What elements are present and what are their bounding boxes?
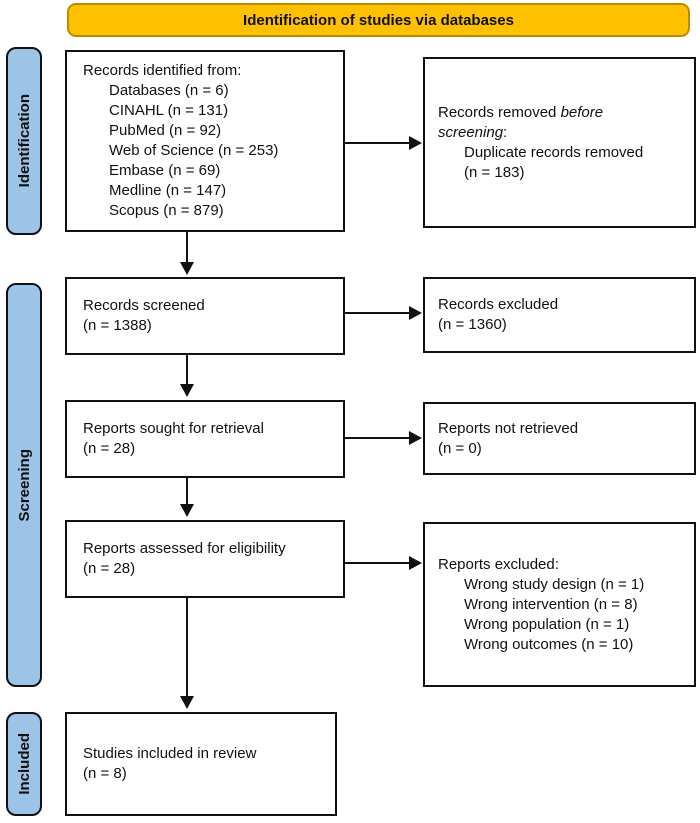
box-text-line: (n = 8) <box>83 765 127 782</box>
box-text-line: (n = 0) <box>438 439 482 457</box>
box-text-line: (n = 183) <box>464 163 525 181</box>
arrow-line-assessed-to-included <box>186 598 188 697</box>
box-text-line: Records screened <box>83 297 205 314</box>
arrow-head-identified-to-removed <box>409 136 422 150</box>
box-text-line: PubMed (n = 92) <box>109 122 222 139</box>
box-text-line: Reports excluded: <box>438 555 559 573</box>
box-text-line: Medline (n = 147) <box>109 182 227 199</box>
arrow-line-identified-to-screened <box>186 232 188 263</box>
arrow-line-assessed-to-reports-excluded <box>345 562 410 564</box>
box-text-line: Reports assessed for eligibility <box>83 540 286 557</box>
arrow-head-sought-to-not-retrieved <box>409 431 422 445</box>
arrow-head-screened-to-excluded <box>409 306 422 320</box>
box-records-excluded: Records excluded (n = 1360) <box>423 277 696 353</box>
stage-bar-identification: Identification <box>6 47 42 235</box>
stage-label-identification: Identification <box>15 94 33 188</box>
box-text-line: Web of Science (n = 253) <box>109 142 279 159</box>
box-text-line: Records identified from: <box>83 62 242 79</box>
box-reports-not-retrieved: Reports not retrieved (n = 0) <box>423 402 696 475</box>
box-text-line: Wrong outcomes (n = 10) <box>464 635 634 653</box>
box-text-line: Databases (n = 6) <box>109 82 229 99</box>
arrow-head-screened-to-sought <box>180 384 194 397</box>
box-reports-assessed: Reports assessed for eligibility (n = 28) <box>65 520 345 598</box>
box-text-line: Records removed before <box>438 103 604 121</box>
arrow-line-sought-to-assessed <box>186 478 188 506</box>
arrow-line-screened-to-sought <box>186 355 188 385</box>
box-text-line: (n = 28) <box>83 440 136 457</box>
arrow-line-sought-to-not-retrieved <box>345 437 410 439</box>
box-text-line: Wrong population (n = 1) <box>464 615 630 633</box>
banner-databases: Identification of studies via databases <box>67 3 690 37</box>
box-text-line: Reports not retrieved <box>438 419 579 437</box>
arrow-line-screened-to-excluded <box>345 312 410 314</box>
stage-label-included: Included <box>15 733 33 795</box>
box-records-screened: Records screened (n = 1388) <box>65 277 345 355</box>
box-studies-included: Studies included in review (n = 8) <box>65 712 337 816</box>
box-reports-excluded: Reports excluded: Wrong study design (n =… <box>423 522 696 687</box>
stage-bar-included: Included <box>6 712 42 816</box>
banner-label: Identification of studies via databases <box>243 11 514 29</box>
arrow-head-sought-to-assessed <box>180 504 194 517</box>
box-text-line: Wrong study design (n = 1) <box>464 575 645 593</box>
arrow-head-assessed-to-included <box>180 696 194 709</box>
arrow-line-identified-to-removed <box>345 142 410 144</box>
box-text-line: Reports sought for retrieval <box>83 420 264 437</box>
stage-bar-screening: Screening <box>6 283 42 687</box>
box-text-line: Studies included in review <box>83 745 257 762</box>
stage-label-screening: Screening <box>15 448 33 522</box>
arrow-head-assessed-to-reports-excluded <box>409 556 422 570</box>
box-text-line: (n = 28) <box>83 560 136 577</box>
box-text-line: Records excluded <box>438 296 559 313</box>
box-text-line: Wrong intervention (n = 8) <box>464 595 638 613</box>
arrow-head-identified-to-screened <box>180 262 194 275</box>
box-reports-sought: Reports sought for retrieval (n = 28) <box>65 400 345 478</box>
box-text-line: (n = 1388) <box>83 317 152 334</box>
box-text-line: CINAHL (n = 131) <box>109 102 229 119</box>
box-text-line: Duplicate records removed <box>464 143 644 161</box>
box-text-line: (n = 1360) <box>438 316 507 333</box>
box-text-line: Scopus (n = 879) <box>109 202 224 219</box>
box-records-removed-before-screening: Records removed before screening: Duplicat… <box>423 57 696 228</box>
box-records-identified: Records identified from: Databases (n = 6… <box>65 50 345 232</box>
box-text-line: screening: <box>438 123 508 141</box>
box-text-line: Embase (n = 69) <box>109 162 221 179</box>
